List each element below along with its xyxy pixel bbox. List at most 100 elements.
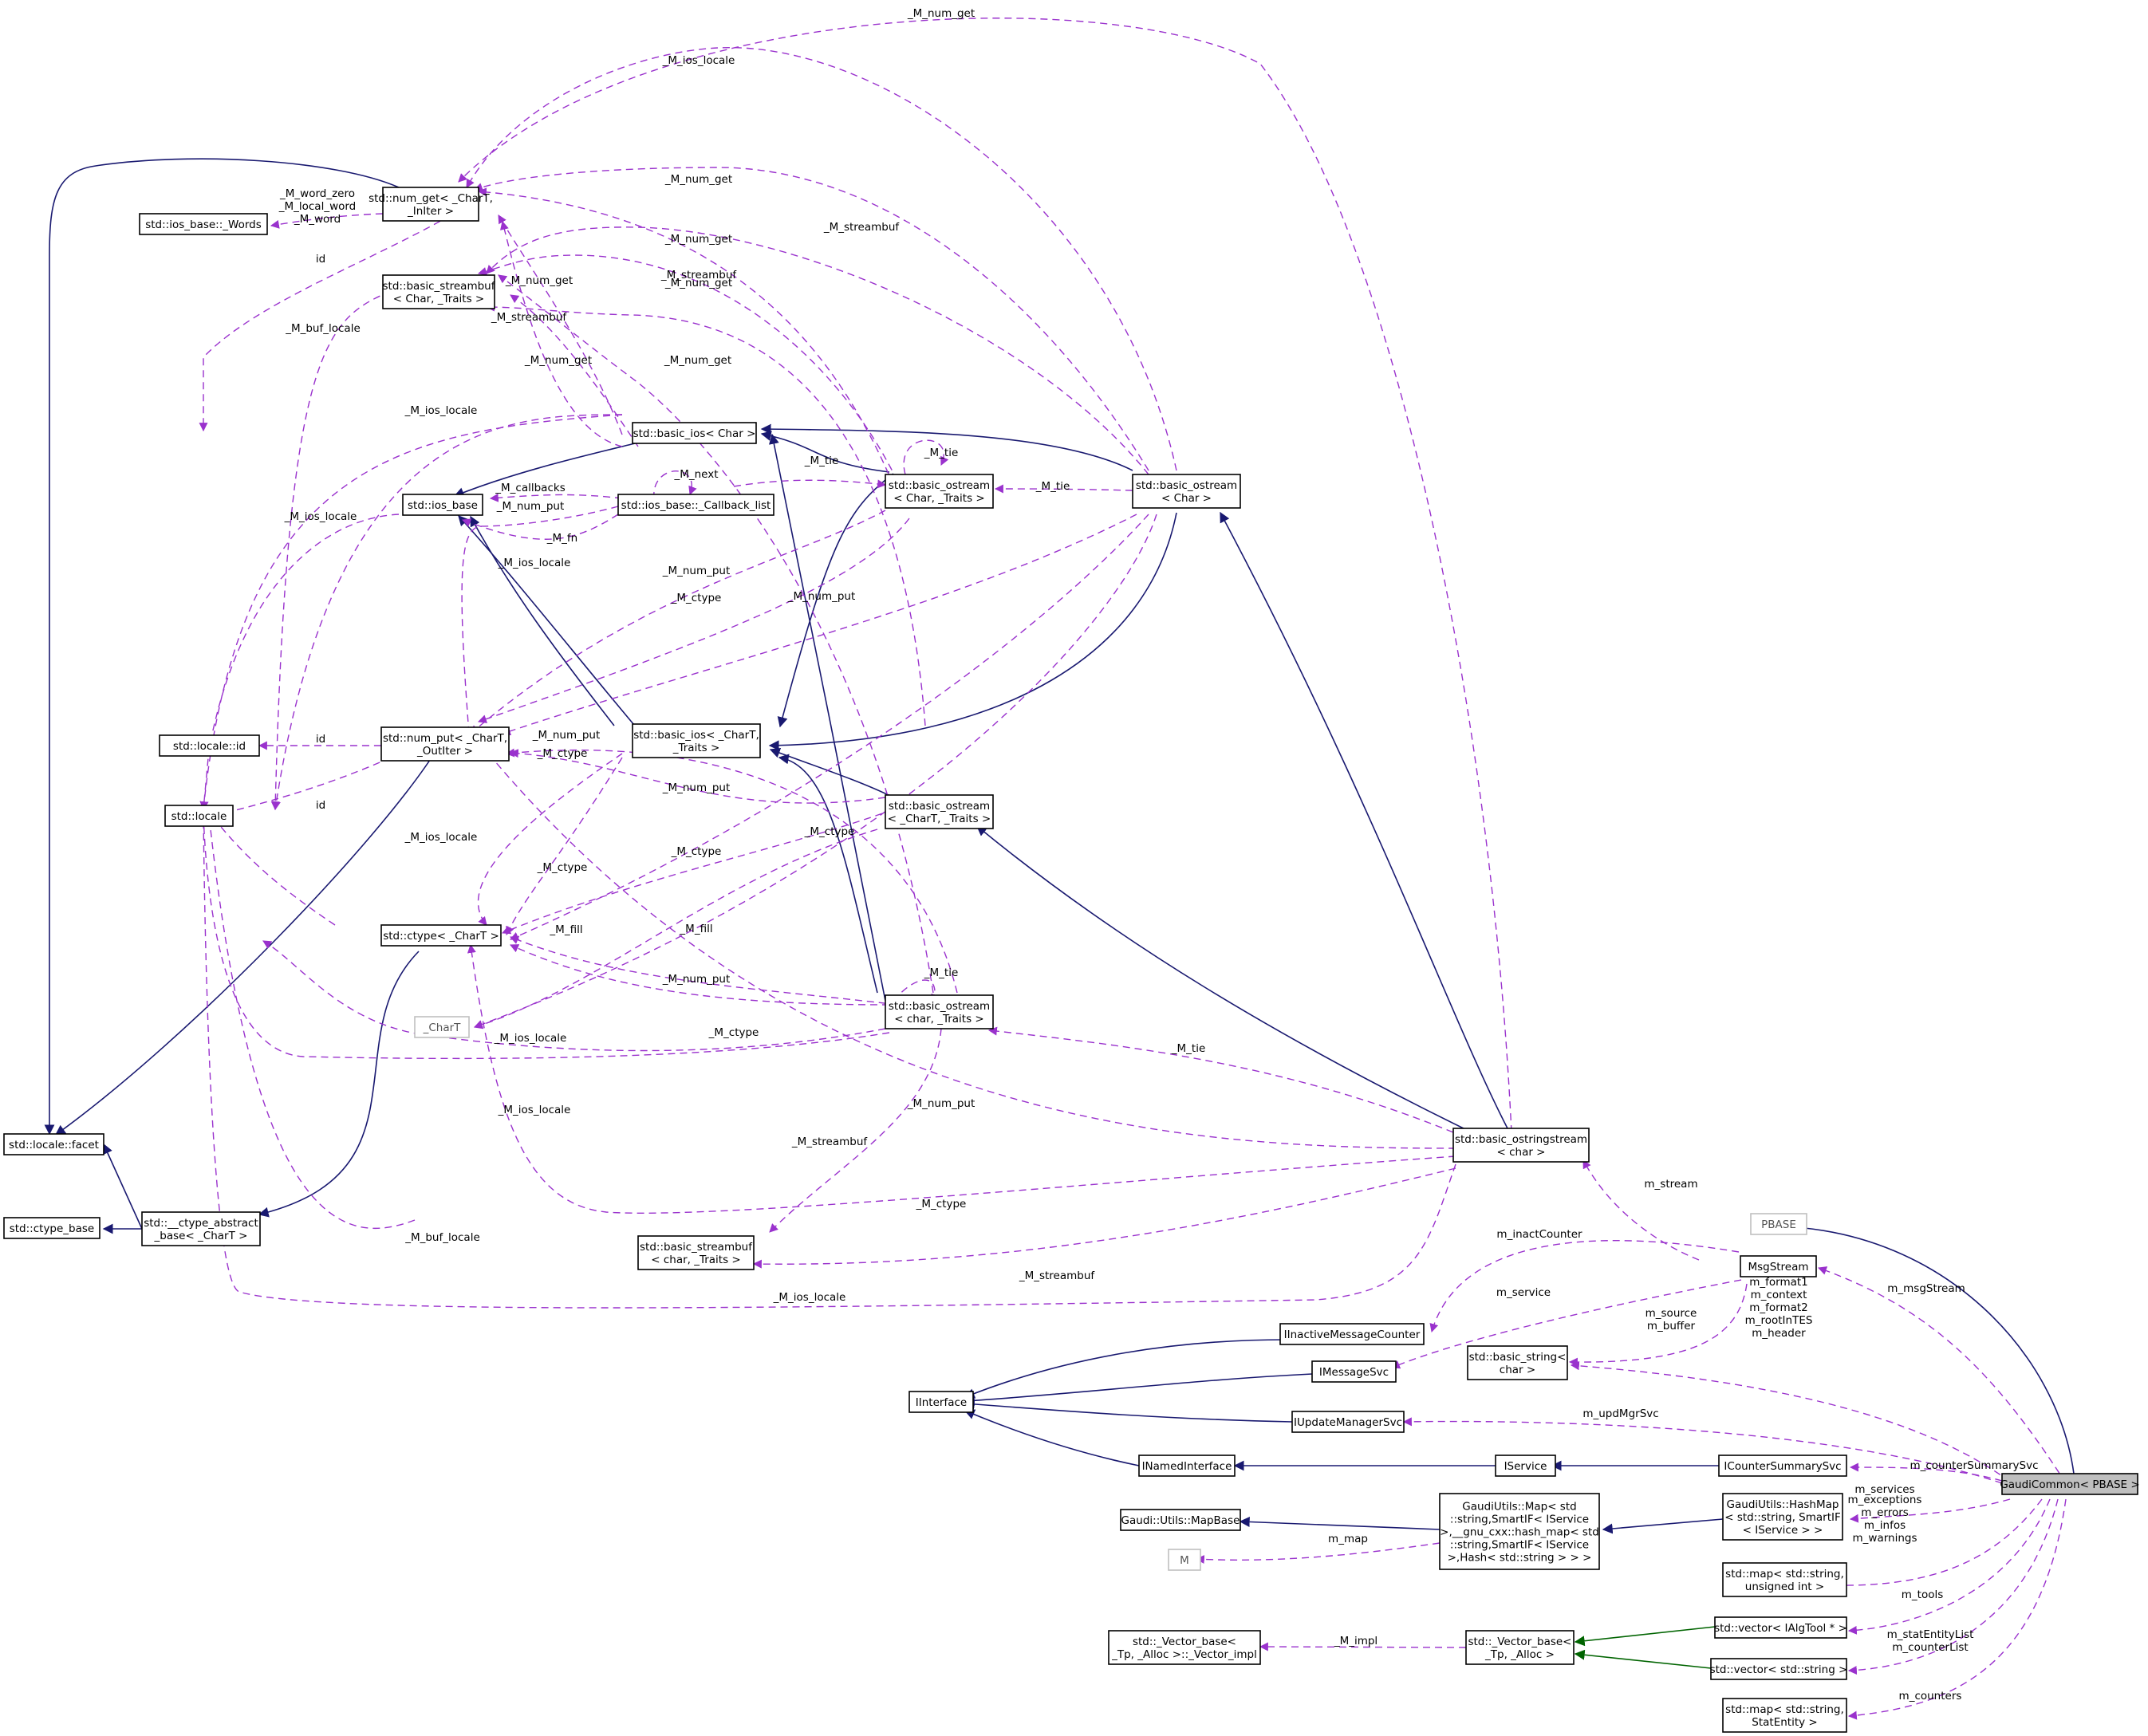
class-node-basic-ios-chart[interactable]: std::basic_ios< _CharT,_Traits > bbox=[632, 723, 761, 758]
edge-usage bbox=[498, 274, 934, 994]
class-node-label: Gaudi::Utils::MapBase bbox=[1121, 1514, 1240, 1527]
edge-inherit bbox=[54, 752, 436, 1136]
class-node-inactive-counter[interactable]: IInactiveMessageCounter bbox=[1279, 1323, 1425, 1345]
class-node-callback-list[interactable]: std::ios_base::_Callback_list bbox=[617, 494, 774, 516]
class-node-basic-string[interactable]: std::basic_string<char > bbox=[1467, 1345, 1568, 1380]
class-node-pbase[interactable]: PBASE bbox=[1750, 1213, 1807, 1235]
class-node-vector-base[interactable]: std::_Vector_base<_Tp, _Alloc > bbox=[1465, 1630, 1575, 1665]
class-node-label: std::basic_string< bbox=[1469, 1351, 1567, 1364]
class-node-label: unsigned int > bbox=[1745, 1581, 1824, 1593]
edge-label: m_exceptions bbox=[1848, 1494, 1922, 1506]
class-node-chart[interactable]: _CharT bbox=[414, 1016, 470, 1038]
edge-label: _M_num_put bbox=[662, 781, 731, 794]
class-node-gaudimap[interactable]: GaudiUtils::Map< std::string,SmartIF< IS… bbox=[1439, 1493, 1600, 1570]
class-node-ostream-char[interactable]: std::basic_ostream< Char > bbox=[1132, 474, 1241, 509]
class-node-locale-facet[interactable]: std::locale::facet bbox=[3, 1133, 104, 1155]
edge-label: _M_fn bbox=[546, 532, 577, 545]
class-node-locale[interactable]: std::locale bbox=[164, 805, 234, 827]
edge-label: _M_ios_locale bbox=[773, 1291, 846, 1304]
class-node-iinterface[interactable]: IInterface bbox=[908, 1391, 974, 1413]
class-node-streambuf-lchar[interactable]: std::basic_streambuf< char, _Traits > bbox=[637, 1235, 755, 1270]
class-node-label: std::_Vector_base< bbox=[1468, 1636, 1571, 1648]
edge-usage bbox=[501, 809, 894, 935]
class-node-icountersummary[interactable]: ICounterSummarySvc bbox=[1718, 1455, 1847, 1477]
edge-inherit bbox=[768, 512, 1177, 751]
class-node-msgstream[interactable]: MsgStream bbox=[1740, 1255, 1817, 1277]
edge-label: m_format2 bbox=[1749, 1301, 1808, 1314]
class-node-num-get[interactable]: std::num_get< _CharT,_InIter > bbox=[369, 187, 493, 222]
edge-usage bbox=[505, 748, 958, 994]
edge-label: _M_ios_locale bbox=[404, 831, 478, 844]
class-node-num-put[interactable]: std::num_put< _CharT,_OutIter > bbox=[380, 726, 510, 762]
edge-usage bbox=[506, 757, 623, 935]
class-node-ostream-lchar-traits[interactable]: std::basic_ostream< char, _Traits > bbox=[885, 994, 994, 1029]
edge-label: _M_callbacks bbox=[495, 482, 565, 494]
edge-usage bbox=[461, 514, 619, 540]
class-node-map-uint[interactable]: std::map< std::string,unsigned int > bbox=[1722, 1562, 1847, 1597]
class-node-m-node[interactable]: M bbox=[1168, 1549, 1201, 1571]
edge-usage bbox=[1849, 1498, 2011, 1523]
class-node-iservice[interactable]: IService bbox=[1495, 1455, 1556, 1477]
edge-inherit-template bbox=[1574, 1649, 1712, 1669]
class-node-ostringstream[interactable]: std::basic_ostringstream< char > bbox=[1452, 1128, 1590, 1163]
class-node-streambuf-char[interactable]: std::basic_streambuf< Char, _Traits > bbox=[382, 274, 496, 309]
edge-label: _M_ctype bbox=[537, 861, 588, 874]
edge-usage bbox=[509, 514, 1149, 941]
edge-label: _M_ios_locale bbox=[498, 557, 571, 569]
edge-label: _M_ctype bbox=[537, 747, 588, 760]
class-node-label: IUpdateManagerSvc bbox=[1294, 1416, 1402, 1429]
class-node-box bbox=[1311, 1360, 1397, 1383]
edge-label: _M_ios_locale bbox=[284, 510, 357, 523]
class-node-box bbox=[1750, 1213, 1807, 1235]
class-node-box bbox=[885, 794, 994, 829]
class-node-ostream-char-traits[interactable]: std::basic_ostream< Char, _Traits > bbox=[885, 474, 994, 509]
edge-inherit bbox=[44, 158, 400, 1136]
class-node-label: std::basic_ostream bbox=[889, 479, 990, 492]
class-node-vector-tool[interactable]: std::vector< IAlgTool * > bbox=[1714, 1616, 1847, 1639]
class-node-iupdatemgr[interactable]: IUpdateManagerSvc bbox=[1291, 1411, 1405, 1433]
class-node-ostream-chart-traits[interactable]: std::basic_ostream< _CharT, _Traits > bbox=[885, 794, 994, 829]
class-node-box bbox=[382, 274, 495, 309]
edge-usage bbox=[199, 514, 400, 811]
class-node-gaudicommon[interactable]: GaudiCommon< PBASE > bbox=[2000, 1473, 2140, 1495]
class-node-label: std::basic_ostream bbox=[889, 1000, 990, 1013]
class-node-ios-base[interactable]: std::ios_base bbox=[402, 494, 483, 516]
class-node-label: std::locale::facet bbox=[9, 1139, 99, 1151]
class-node-box bbox=[1138, 1455, 1236, 1477]
class-node-label: < char, _Traits > bbox=[894, 1013, 984, 1025]
edge-label: m_header bbox=[1752, 1327, 1806, 1340]
edge-inherit bbox=[453, 442, 639, 498]
class-node-map-statentity[interactable]: std::map< std::string,StatEntity > bbox=[1722, 1698, 1847, 1733]
edge-label: m_stream bbox=[1644, 1178, 1697, 1191]
edge-usage bbox=[509, 749, 886, 804]
class-node-locale-id[interactable]: std::locale::id bbox=[159, 734, 260, 757]
class-node-basic-ios-char[interactable]: std::basic_ios< Char > bbox=[632, 422, 757, 444]
edge-label: _M_ios_locale bbox=[404, 404, 478, 417]
edge-usage bbox=[211, 814, 336, 926]
edge-usage bbox=[470, 510, 886, 734]
class-node-vector-base-impl[interactable]: std::_Vector_base<_Tp, _Alloc >::_Vector… bbox=[1108, 1630, 1261, 1665]
edge-label: _M_num_get bbox=[664, 277, 732, 289]
edge-label: _M_tie bbox=[924, 966, 959, 979]
edge-label: _M_tie bbox=[804, 455, 839, 467]
edge-label: m_updMgrSvc bbox=[1582, 1407, 1658, 1420]
class-node-ctype[interactable]: std::ctype< _CharT > bbox=[380, 924, 502, 947]
edge-label: _M_tie bbox=[1035, 480, 1070, 493]
class-node-imessagesvc[interactable]: IMessageSvc bbox=[1311, 1360, 1397, 1383]
class-node-ctype-base[interactable]: std::ctype_base bbox=[3, 1217, 101, 1239]
edge-inherit bbox=[470, 515, 615, 726]
class-node-hashmap[interactable]: GaudiUtils::HashMap< std::string, SmartI… bbox=[1722, 1493, 1843, 1541]
edge-usage bbox=[1833, 1498, 2043, 1590]
edge-label: _M_num_put bbox=[532, 729, 601, 742]
class-node-ctype-abstract[interactable]: std::__ctype_abstract_base< _CharT > bbox=[141, 1211, 261, 1246]
class-node-box bbox=[1132, 474, 1241, 509]
edge-usage bbox=[199, 414, 623, 811]
class-node-mapbase[interactable]: Gaudi::Utils::MapBase bbox=[1120, 1509, 1241, 1531]
class-node-vector-string[interactable]: std::vector< std::string > bbox=[1710, 1658, 1848, 1680]
class-node-box bbox=[141, 1211, 261, 1246]
edge-label: _M_next bbox=[673, 468, 718, 481]
edge-usage bbox=[903, 439, 949, 475]
class-node-inamed[interactable]: INamedInterface bbox=[1138, 1455, 1236, 1477]
class-node-ios-words[interactable]: std::ios_base::_Words bbox=[139, 213, 268, 235]
